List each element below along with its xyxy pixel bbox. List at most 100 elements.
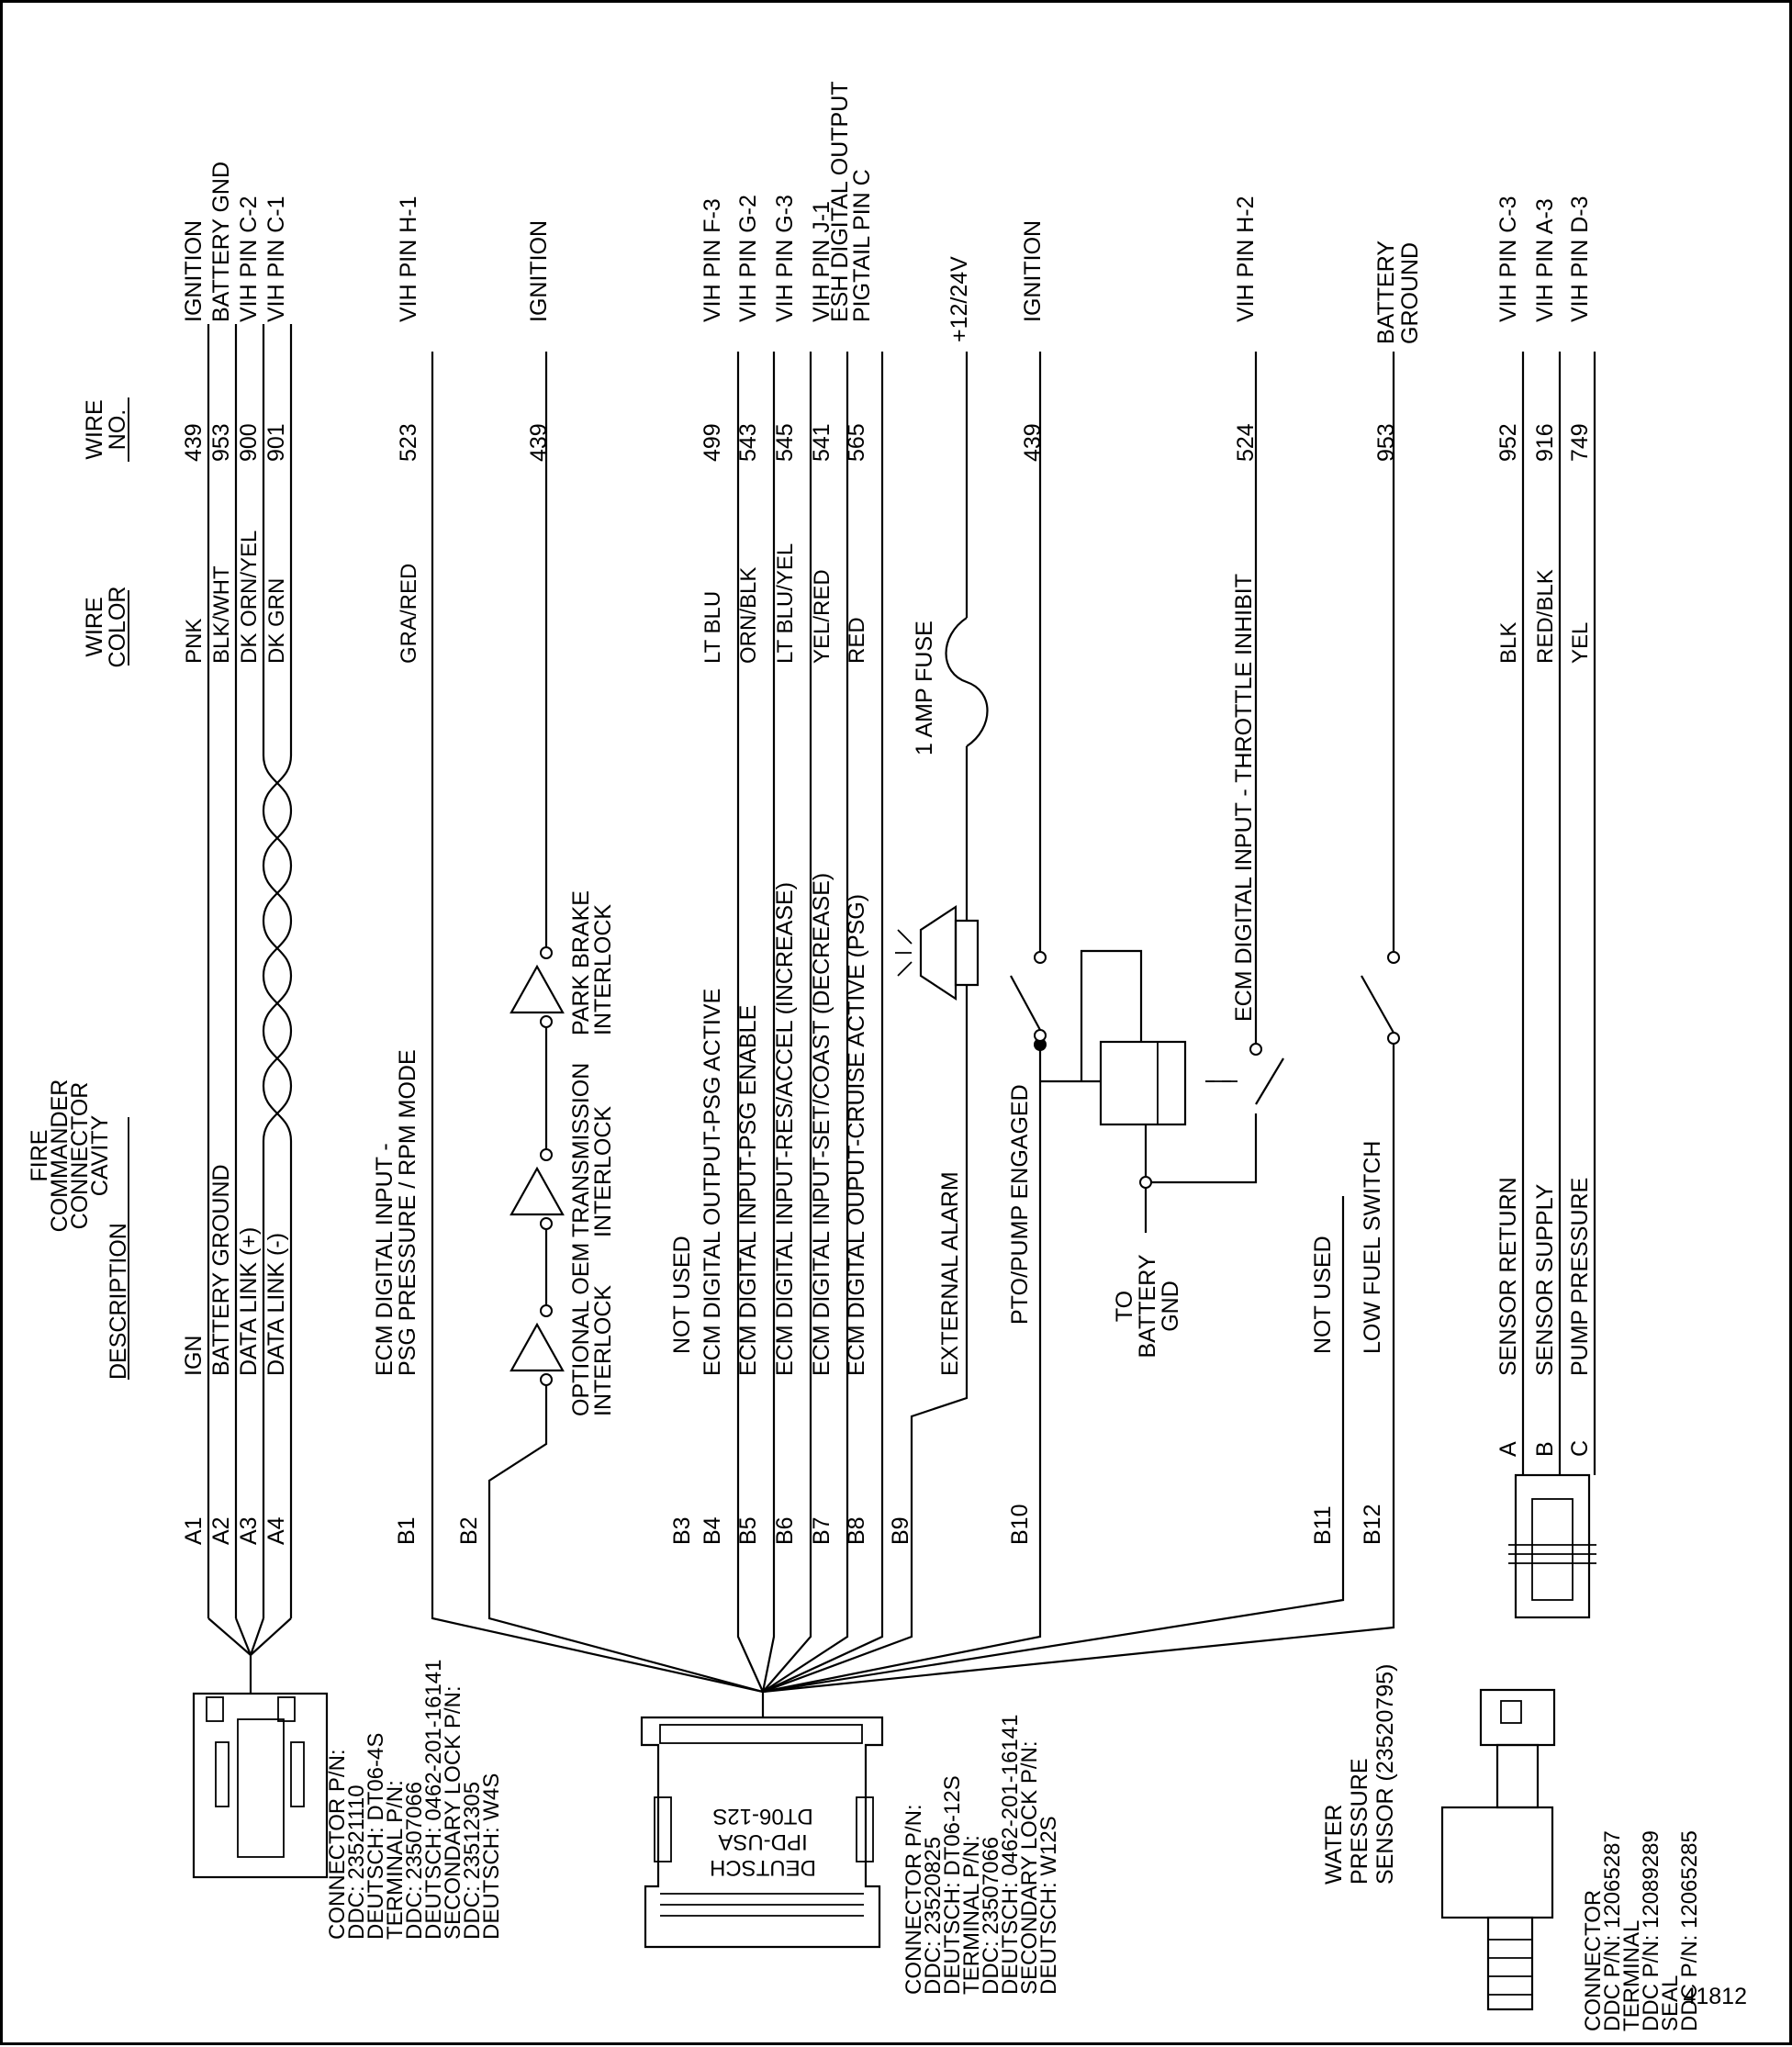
destination-sensor-c: VIH PIN D-3 — [1567, 196, 1593, 322]
interlock-switch-contact — [540, 1304, 553, 1317]
cavity-sensor-c: C — [1567, 1440, 1593, 1457]
sensor-connector-head — [1479, 1688, 1556, 1747]
interlock-switch-contact — [540, 1373, 553, 1386]
cavity-b11: B11 — [1310, 1505, 1336, 1545]
destination-b8-line-2: PIGTAIL PIN C — [849, 169, 875, 322]
cavity-a3: A3 — [236, 1516, 262, 1545]
wire-b8 — [762, 352, 884, 1693]
dt06-4s-connector-tab — [277, 1696, 296, 1722]
low-fuel-switch-blade — [1361, 975, 1394, 1034]
fuse-label: 1 AMP FUSE — [912, 621, 937, 755]
alarm-horn-body — [954, 919, 980, 987]
destination-b12-line-2: GROUND — [1397, 242, 1423, 344]
interlock-transmission-line-1: TRANSMISSION — [568, 1063, 594, 1237]
interlock-park-brake-line-2: INTERLOCK — [590, 904, 616, 1035]
description-b6: ECM DIGITAL INPUT-RES/ACCEL (INCREASE) — [772, 882, 798, 1376]
battery-gnd-label-line-1: TO — [1112, 1291, 1137, 1322]
dt06-12s-info-line-3: DEUTSCH: DT06-12S — [940, 1775, 965, 1995]
description-b1-line-2: PSG PRESSURE / RPM MODE — [395, 1049, 420, 1376]
cavity-b7: B7 — [809, 1516, 834, 1545]
dt06-12s-connector-body — [640, 1716, 884, 1949]
sensor-title-line-2: PRESSURE — [1347, 1758, 1372, 1885]
sensor-info-line-1: CONNECTOR — [1581, 1890, 1606, 2031]
wire-a1-fan — [207, 1617, 252, 1656]
description-heading: DESCRIPTION — [106, 1223, 131, 1380]
wire-no-a3: 900 — [236, 423, 262, 462]
sensor-info-line-5: SEAL — [1658, 1975, 1683, 2031]
wire-color-sensor-b: RED/BLK — [1533, 569, 1558, 664]
interlock-switch-contact — [540, 1217, 553, 1230]
wire-color-b4: LT BLU — [700, 591, 725, 664]
dt06-12s-body-text-3: DT06-12S — [712, 1804, 812, 1829]
wire-no-b8: 565 — [844, 423, 869, 462]
cavity-b4: B4 — [700, 1516, 725, 1545]
cavity-b9: B9 — [888, 1516, 913, 1545]
destination-b4: VIH PIN F-3 — [700, 198, 725, 322]
figure-number: 41812 — [1683, 1984, 1747, 2009]
battery-gnd-label-line-3: GND — [1158, 1281, 1183, 1332]
wire-b5 — [761, 352, 776, 1693]
interlock-optional-oem-line-1: OPTIONAL OEM — [568, 1243, 594, 1416]
destination-b6: VIH PIN G-3 — [772, 195, 798, 322]
wire-color-b6: LT BLU/YEL — [773, 543, 798, 664]
wire-no-heading-line-2: NO. — [105, 409, 130, 450]
wire-no-sensor-a: 952 — [1495, 423, 1521, 462]
interlock-switch-symbol — [510, 1322, 565, 1372]
sensor-title-line-3: SENSOR (23520795) — [1372, 1664, 1398, 1885]
cavity-b12: B12 — [1360, 1504, 1385, 1545]
data-link-twisted-pair — [262, 755, 293, 1142]
interlock-switch-contact — [540, 946, 553, 959]
dt06-4s-connector-tab — [206, 1696, 224, 1722]
description-b5: ECM DIGITAL INPUT-PSG ENABLE — [735, 1005, 761, 1376]
wire-b11 — [762, 1196, 1345, 1694]
interlock-switch-symbol — [510, 1166, 565, 1216]
destination-a1: IGNITION — [181, 220, 207, 322]
wire-color-sensor-c: YEL — [1568, 622, 1593, 664]
description-b8: ECM DIGITAL OUPUT-CRUISE ACTIVE (PSG) — [844, 894, 869, 1376]
dt06-4s-info-line-1: CONNECTOR P/N: — [325, 1749, 350, 1940]
dt06-12s-info-line-2: DDC: 23520825 — [921, 1837, 946, 1995]
wire-b12 — [762, 1045, 1395, 1694]
relay-feed-wire — [1080, 949, 1143, 1081]
destination-sensor-a: VIH PIN C-3 — [1495, 196, 1521, 322]
destination-a3: VIH PIN C-2 — [236, 196, 262, 322]
alarm-sound-wave — [897, 929, 913, 945]
wire-no-sensor-b: 916 — [1532, 423, 1558, 462]
dt06-4s-connector-latch — [237, 1718, 285, 1858]
interlock-optional-oem-line-2: INTERLOCK — [590, 1285, 616, 1416]
destination-b2: IGNITION — [526, 220, 552, 322]
dt06-4s-info-line-6: DEUTSCH: 0462-201-16141 — [421, 1660, 446, 1941]
wire-color-b5: ORN/BLK — [736, 567, 761, 664]
sensor-neck — [1495, 1743, 1540, 1809]
sensor-info-line-6: DDC P/N: 12065285 — [1677, 1830, 1702, 2031]
low-fuel-switch-contact — [1387, 1032, 1400, 1045]
dt06-12s-connector-lock — [659, 1724, 863, 1744]
destination-b5: VIH PIN G-2 — [735, 195, 761, 322]
wire-a2-fan — [234, 1617, 252, 1656]
destination-a2: BATTERY GND — [208, 162, 234, 322]
wire-no-a1: 439 — [181, 423, 207, 462]
description-b9: EXTERNAL ALARM — [937, 1171, 963, 1376]
description-sensor-a: SENSOR RETURN — [1495, 1177, 1521, 1376]
cavity-a2: A2 — [208, 1516, 234, 1545]
sensor-connector-body — [1514, 1473, 1591, 1619]
wire-no-b4: 499 — [700, 423, 725, 462]
dt06-4s-info-line-7: SECONDARY LOCK P/N: — [441, 1685, 465, 1940]
wire-color-a2: BLK/WHT — [209, 565, 234, 664]
pto-switch-contact — [1034, 951, 1047, 964]
low-fuel-switch-contact — [1387, 951, 1400, 964]
sensor-title-line-1: WATER — [1321, 1805, 1347, 1885]
dt06-4s-info-line-3: DEUTSCH: DT06-4S — [364, 1733, 388, 1940]
wire-color-a1: PNK — [182, 619, 207, 664]
description-b3: NOT USED — [669, 1236, 695, 1354]
wire-color-a3: DK ORN/YEL — [237, 531, 262, 664]
battery-gnd-label-line-2: BATTERY — [1135, 1254, 1160, 1358]
alarm-horn-bell — [919, 904, 958, 1001]
wire-color-b1: GRA/RED — [397, 564, 421, 664]
throttle-inhibit-blade — [1255, 1057, 1284, 1105]
sensor-info-line-3: TERMINAL — [1619, 1920, 1644, 2031]
dt06-12s-info-line-4: TERMINAL P/N: — [959, 1835, 984, 1995]
dt06-4s-connector-key — [290, 1741, 305, 1807]
wire-no-b10: 439 — [1020, 423, 1046, 462]
